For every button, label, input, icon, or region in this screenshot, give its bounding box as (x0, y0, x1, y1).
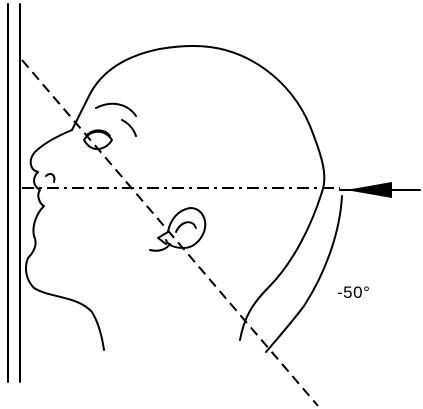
skull-outline (71, 45, 326, 193)
head-support-strap (265, 195, 343, 353)
forehead-line-mid (121, 119, 137, 137)
neck-back-outline (239, 191, 323, 341)
beam-arrow-head (346, 182, 392, 198)
angled-reference-line (21, 59, 319, 407)
angle-label: -50° (337, 283, 371, 302)
eye-brow-shadow (87, 129, 111, 137)
eye-socket (83, 130, 113, 150)
ear-inner (175, 221, 197, 233)
face-profile-outline (25, 129, 105, 351)
central-ray-marker (157, 231, 169, 245)
forehead-line-top (95, 102, 137, 117)
ear-lobe (149, 243, 171, 252)
nostril-mark (45, 173, 56, 183)
ear-outline (165, 207, 207, 249)
